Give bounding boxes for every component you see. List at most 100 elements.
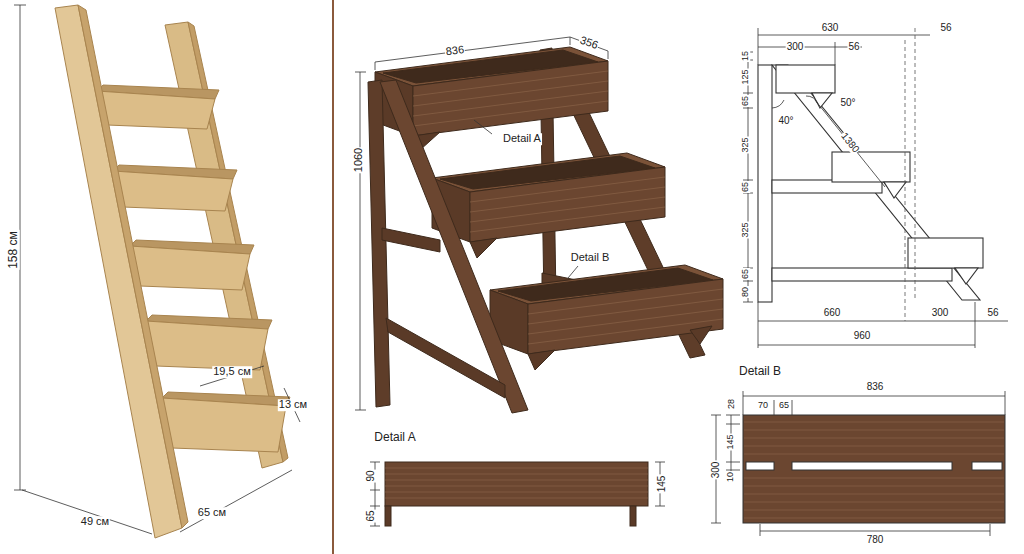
ladder-planter-box [113, 171, 233, 211]
dimension-line [14, 5, 300, 534]
dimension-label: 300 [711, 461, 722, 480]
dimension-line [355, 37, 608, 410]
ladder-planter-box [97, 91, 215, 129]
dimension-label: 836 [444, 44, 466, 58]
dimension-label: 90 [366, 469, 377, 482]
detail-b-panel [792, 462, 952, 470]
leader-line [474, 120, 578, 278]
detail-b-panel [743, 415, 1005, 523]
stand-front-frame [368, 80, 528, 413]
wood-grain [413, 71, 723, 344]
stand-front-frame [380, 80, 528, 413]
ladder-planter-box [146, 321, 268, 370]
detail-b-panel [972, 462, 1002, 470]
dimension-line [711, 391, 1005, 536]
wood-grain [413, 71, 608, 126]
dimension-label: 125 [741, 68, 750, 85]
dimension-label: 15 [741, 50, 750, 62]
detail-callout: Detail A [502, 133, 542, 145]
dimension-label: 300 [931, 308, 950, 319]
dimension-label: 1380 [838, 130, 861, 155]
dimension-label: 65 [741, 268, 750, 280]
dimension-line [180, 470, 292, 532]
dimension-line [743, 391, 1005, 415]
dimension-label: 28 [727, 398, 736, 410]
dimension-line [743, 28, 1008, 348]
dimension-line [570, 37, 571, 45]
dimension-line [375, 62, 376, 70]
dimension-line [370, 462, 665, 526]
dimension-line [758, 345, 975, 346]
dimension-label: 56 [939, 23, 952, 34]
stand-planter-box [413, 61, 608, 136]
dimension-label: 780 [866, 535, 885, 546]
wood-grain [385, 468, 648, 498]
dimension-line [758, 35, 930, 36]
dimension-line [758, 47, 862, 48]
dimension-line [975, 302, 976, 348]
side-elevation [758, 65, 983, 302]
dimension-label: 56 [847, 42, 860, 53]
stand-planter-box [470, 167, 665, 242]
dimension-line [758, 302, 759, 348]
dimension-label: 660 [823, 308, 842, 319]
dimension-label: 158 см [7, 230, 20, 270]
detail-a-board [385, 506, 391, 526]
dimension-line [355, 410, 366, 411]
dimension-line [758, 321, 1008, 322]
angle-arc [772, 100, 784, 108]
dimension-label: 1060 [353, 147, 365, 173]
stand-front-frame [368, 80, 390, 407]
dimension-label: 300 [786, 42, 805, 53]
dimension-line [835, 42, 836, 65]
dimension-line [22, 490, 152, 534]
dimension-label: 10 [726, 471, 735, 483]
dimension-line [758, 28, 759, 65]
extension-line [905, 28, 915, 321]
dimension-line [360, 72, 361, 410]
dimension-line [20, 5, 21, 490]
dimension-label: 145 [657, 475, 668, 494]
detail-title: Detail B [738, 365, 782, 378]
leader-line [568, 266, 578, 278]
side-elevation [832, 152, 910, 182]
dimension-label: 630 [821, 23, 840, 34]
extension-line [915, 28, 916, 300]
dimension-line [726, 415, 740, 470]
stand-planter-box [528, 279, 723, 354]
angle-arc [806, 96, 818, 104]
stand-bracket [690, 326, 712, 344]
ladder-front-rail [78, 5, 188, 528]
dimension-line [355, 72, 366, 73]
dimension-line [743, 52, 753, 302]
angle-arc [772, 96, 818, 108]
separator-line [332, 0, 334, 554]
side-elevation [955, 268, 978, 284]
separator-line [333, 0, 334, 554]
dimension-line [743, 396, 1005, 397]
side-elevation [772, 268, 952, 281]
stand-front-frame [382, 228, 440, 252]
dimension-label: 80 [741, 286, 750, 298]
angle-label: 50° [839, 98, 856, 109]
wood-grain [744, 422, 1004, 518]
dimension-label: 325 [741, 136, 750, 153]
wood-grain [528, 289, 723, 344]
dimension-line [760, 531, 990, 532]
dimension-line [200, 366, 264, 386]
detail-a-board [630, 506, 636, 526]
stand-bracket [528, 350, 555, 370]
dimension-label: 145 [726, 433, 735, 450]
dimension-label: 70 [757, 401, 769, 410]
dimension-line [14, 5, 26, 6]
dimension-label: 836 [866, 382, 885, 393]
dimension-line [748, 52, 749, 302]
ladder-front-rail [55, 5, 182, 538]
dimension-label: 356 [577, 34, 600, 52]
detail-title: Detail A [373, 431, 416, 444]
dimension-line [375, 37, 570, 62]
extension-line [905, 40, 906, 321]
